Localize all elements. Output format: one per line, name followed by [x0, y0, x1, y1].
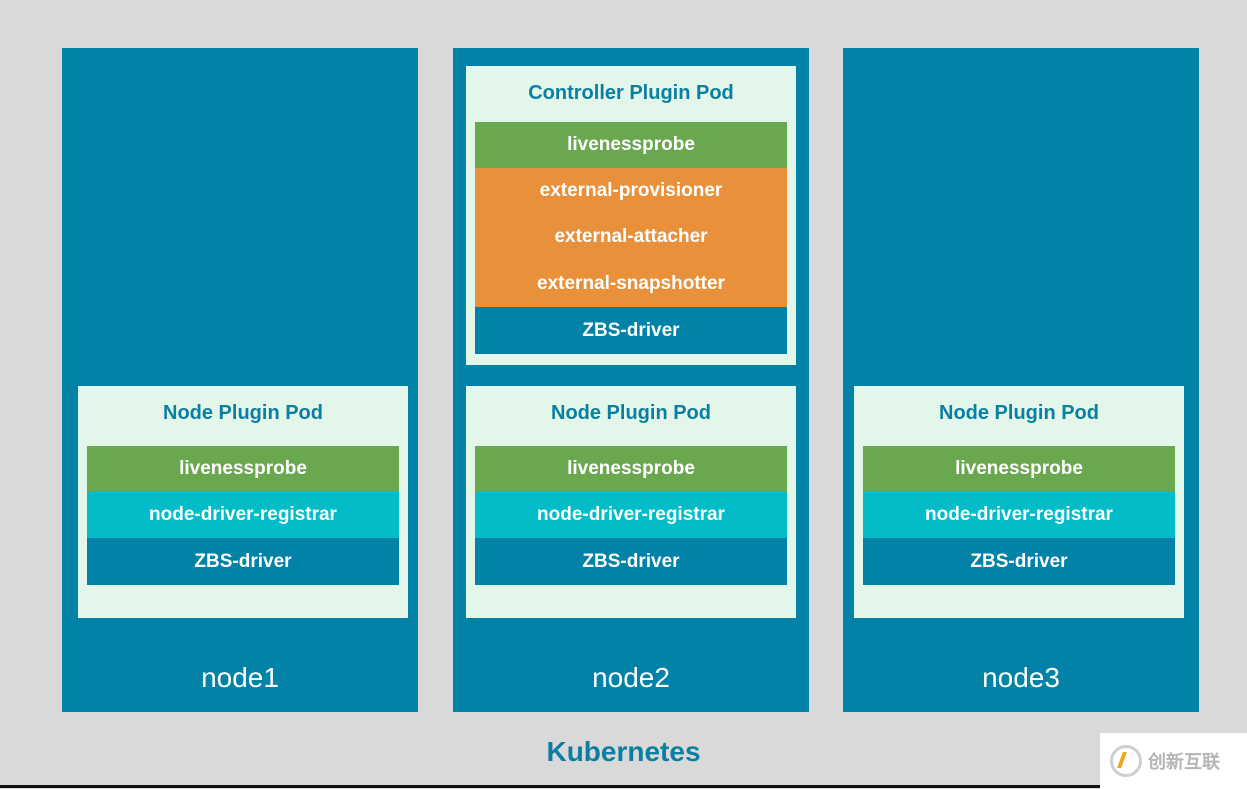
pod-title: Node Plugin Pod: [939, 402, 1099, 424]
container-stack: livenessprobe external-provisioner exter…: [475, 122, 787, 354]
watermark: 创新互联: [1100, 733, 1247, 789]
cluster-label: Kubernetes: [546, 736, 701, 767]
node-driver-registrar-container: node-driver-registrar: [87, 492, 399, 538]
node-1: Node Plugin Pod livenessprobe node-drive…: [62, 48, 418, 712]
livenessprobe-container: livenessprobe: [475, 122, 787, 168]
node-label: node3: [982, 662, 1060, 693]
livenessprobe-container: livenessprobe: [863, 446, 1175, 492]
zbs-driver-container: ZBS-driver: [863, 538, 1175, 585]
node-driver-registrar-container: node-driver-registrar: [863, 492, 1175, 538]
external-sidecars: external-provisioner external-attacher e…: [475, 168, 787, 307]
node-driver-registrar-container: node-driver-registrar: [475, 492, 787, 538]
livenessprobe-container: livenessprobe: [87, 446, 399, 492]
node-3: Node Plugin Pod livenessprobe node-drive…: [843, 48, 1199, 712]
node-plugin-pod: Node Plugin Pod livenessprobe node-drive…: [78, 386, 408, 618]
zbs-driver-container: ZBS-driver: [475, 307, 787, 354]
zbs-driver-container: ZBS-driver: [87, 538, 399, 585]
node-label: node2: [592, 662, 670, 693]
bottom-divider: [0, 785, 1247, 788]
pod-title: Node Plugin Pod: [163, 402, 323, 424]
logo-ring-icon: [1110, 745, 1142, 777]
container-stack: livenessprobe node-driver-registrar ZBS-…: [863, 446, 1175, 585]
watermark-text: 创新互联: [1148, 752, 1220, 772]
livenessprobe-container: livenessprobe: [475, 446, 787, 492]
container-stack: livenessprobe node-driver-registrar ZBS-…: [475, 446, 787, 585]
node-label: node1: [201, 662, 279, 693]
zbs-driver-container: ZBS-driver: [475, 538, 787, 585]
container-stack: livenessprobe node-driver-registrar ZBS-…: [87, 446, 399, 585]
external-attacher-container: external-attacher: [554, 226, 708, 248]
node-2: Controller Plugin Pod livenessprobe exte…: [453, 48, 809, 712]
pod-title: Controller Plugin Pod: [528, 82, 734, 104]
node-plugin-pod: Node Plugin Pod livenessprobe node-drive…: [466, 386, 796, 618]
external-snapshotter-container: external-snapshotter: [537, 272, 725, 294]
external-provisioner-container: external-provisioner: [539, 180, 723, 202]
controller-plugin-pod: Controller Plugin Pod livenessprobe exte…: [466, 66, 796, 365]
pod-title: Node Plugin Pod: [551, 402, 711, 424]
node-plugin-pod: Node Plugin Pod livenessprobe node-drive…: [854, 386, 1184, 618]
